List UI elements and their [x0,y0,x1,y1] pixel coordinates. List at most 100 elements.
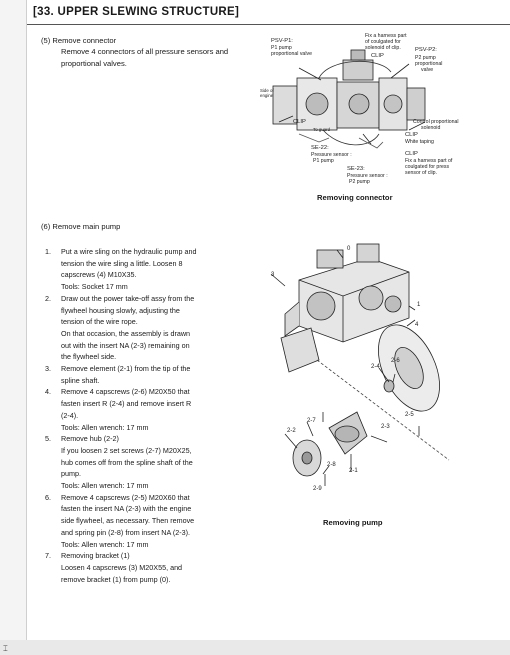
callout-2-5: 2-5 [405,412,414,418]
clip-mid-label: CLIP [405,132,418,138]
step-number: 1. [45,247,51,256]
pressure-sensor-p1-label: Pressure sensor : [311,152,352,158]
fix-top-label: Fix a harness part [365,33,407,39]
step-line: pump. [61,469,81,479]
callout-2-6: 2-6 [391,358,400,364]
callout-2-7: 2-7 [307,418,316,424]
step-line: (2-4). [61,410,79,420]
callout-2-4: 2-4 [371,364,380,370]
step-line: and spring pin (2-8) from insert NA (2-3… [61,527,191,537]
side-of-engine-label-2: engine [260,93,274,98]
step-line: Tools: Allen wrench: 17 mm [61,422,149,432]
se23-label: SE-23: [347,166,365,172]
callout-2-1: 2-1 [349,468,358,474]
callout-0: 0 [347,246,351,252]
section-5-heading: (5) Remove connector [41,36,117,45]
step-line: tension the wire sling a little. Loosen … [61,258,183,268]
text-cursor-icon: ⌶ [3,644,8,653]
callout-1: 1 [417,302,421,308]
procedure-step: 3. Remove element (2-1) from the tip of t… [45,363,263,386]
step-line: Tools: Allen wrench: 17 mm [61,539,149,549]
pump-assembly-drawing [272,49,426,149]
pump-exploded-diagram [270,243,450,486]
step-line: tension of the wire rope. [61,317,138,327]
p2-pump-label: P2 pump [349,179,370,185]
side-of-engine-label: Side of [260,88,274,93]
step-line: fasten the insert NA (2-3) with the engi… [61,504,192,514]
figure-2-caption: Removing pump [323,518,383,527]
step-line: On that occasion, the assembly is drawn [61,328,191,338]
psv-p2-desc3: valve [421,67,434,73]
header-rule [27,24,510,25]
step-number: 5. [45,434,51,444]
procedure-step: 7. Removing bracket (1)Loosen 4 capscrews… [45,550,263,585]
figure-1-caption: Removing connector [317,193,393,202]
callout-2-9: 2-9 [313,486,322,492]
psv-p1-desc: P1 pump [271,45,292,51]
psv-p2-label: PSV-P2: [415,47,437,53]
manual-page: [33. UPPER SLEWING STRUCTURE] (5) Remove… [26,0,510,640]
step-line: fasten insert R (2-4) and remove insert … [61,399,192,409]
step-line: side flywheel, as necessary. Then remove [61,516,195,526]
step-line: capscrews (4) M10X35. [61,270,137,280]
step-line: Remove 4 capscrews (2-5) M20X60 that [61,492,190,502]
page-title: [33. UPPER SLEWING STRUCTURE] [33,6,240,18]
procedure-step: 2. Draw out the power take-off assy from … [45,293,263,363]
step-line: Loosen 4 capscrews (3) M20X55, and [61,562,183,572]
step-number: 3. [45,364,51,374]
step-line: Draw out the power take-off assy from th… [61,293,195,303]
step-number: 7. [45,551,51,561]
fix-top-label-3: solenoid of clip. [365,45,401,51]
step-line: remove bracket (1) from pump (0). [61,574,171,584]
white-taping-label: White taping [405,139,434,145]
psv-p1-desc2: proportional valve [271,51,312,57]
procedure-step: 1. Put a wire sling on the hydraulic pump… [45,246,263,293]
fix-bottom-label: Fix a harness part of [405,158,453,164]
control-proportional-label: Control proportional [413,119,459,125]
pressure-sensor-p2-label: Pressure sensor : [347,173,388,179]
step-number: 2. [45,293,51,303]
step-line: Tools: Socket 17 mm [61,282,128,292]
procedure-step: 5. Remove hub (2-2)If you loosen 2 set sc… [45,433,263,492]
callout-3: 3 [271,272,275,278]
fix-bottom-label-2: coulgated for press [405,164,450,170]
left-margin-strip [0,0,26,640]
procedure-step: 6. Remove 4 capscrews (2-5) M20X60 that fa… [45,492,263,551]
psv-p2-desc: P2 pump [415,55,436,61]
section-6-heading: (6) Remove main pump [41,222,121,231]
psv-p1-label: PSV-P1: [271,38,293,44]
callout-2-2: 2-2 [287,428,296,434]
to-guard-label: To guard [313,127,331,132]
clip-bottom-label: CLIP [405,151,418,157]
step-number: 4. [45,387,51,397]
se22-label: SE-22: [311,145,329,151]
fix-bottom-label-3: sensor of clip. [405,170,438,176]
callout-4: 4 [415,322,419,328]
step-line: If you loosen 2 set screws (2-7) M20X25, [61,445,192,455]
section-5-body: Remove 4 connectors of all pressure sens… [61,47,229,68]
step-line: Removing bracket (1) [61,551,130,561]
step-line: the flywheel side. [61,352,117,362]
fix-top-label-2: of coulgated for [365,39,401,45]
callout-2-8: 2-8 [327,462,336,468]
step-line: Remove 4 capscrews (2-6) M20X50 that [61,387,190,397]
step-line: Put a wire sling on the hydraulic pump a… [61,247,197,256]
step-line: Tools: Allen wrench: 17 mm [61,481,149,491]
procedure-steps: 1. Put a wire sling on the hydraulic pump… [45,246,263,585]
connector-diagram [272,49,426,149]
procedure-step: 4. Remove 4 capscrews (2-6) M20X50 that fa… [45,386,263,433]
footer-strip [0,640,510,655]
step-line: Remove element (2-1) from the tip of the [61,364,191,374]
step-line: flywheel housing slowly, adjusting the [61,305,180,315]
clip-top-label: CLIP [371,53,384,59]
step-line: out with the insert NA (2-3) remaining o… [61,340,190,350]
psv-p2-desc2: proportional [415,61,443,67]
step-line: spline shaft. [61,375,100,385]
p1-pump-label: P1 pump [313,158,334,164]
step-line: hub comes off from the spline shaft of t… [61,457,193,467]
control-proportional-label-2: solenoid [421,125,441,131]
callout-2-3: 2-3 [381,424,390,430]
step-line: Remove hub (2-2) [61,434,119,444]
clip-left-label: CLIP [293,119,306,125]
step-number: 6. [45,492,51,502]
